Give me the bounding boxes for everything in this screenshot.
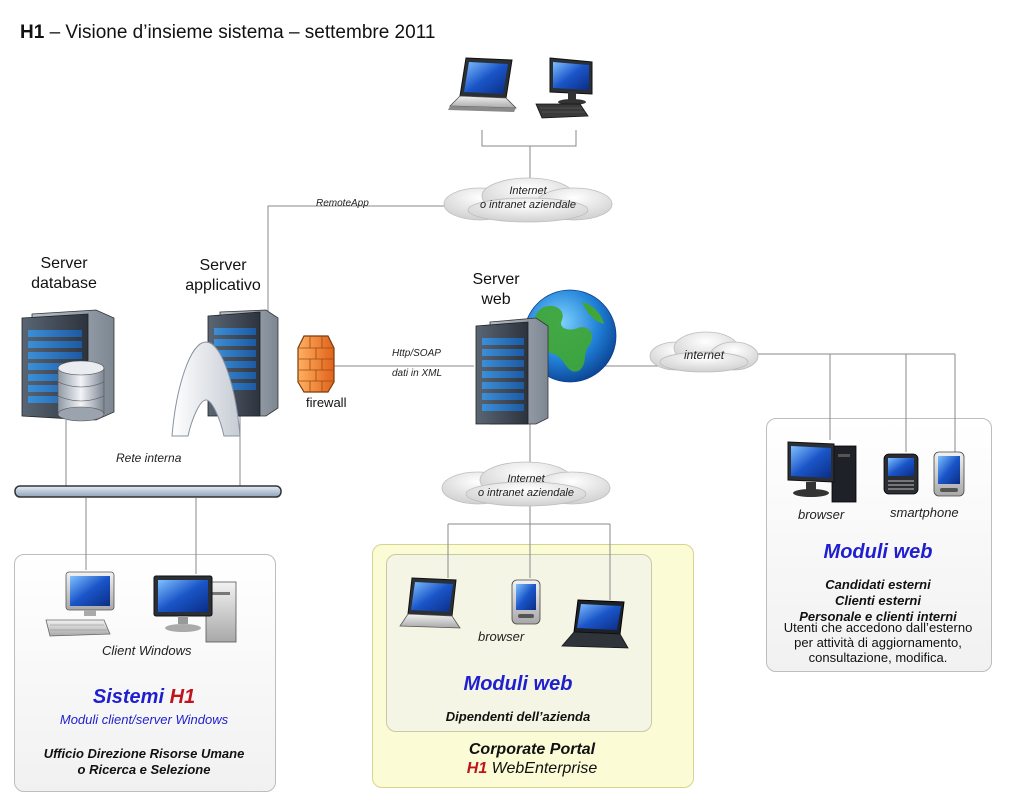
cloud-top-line2: o intranet aziendale (479, 199, 576, 211)
sistemi-audience: Ufficio Direzione Risorse Umane o Ricerc… (14, 746, 274, 778)
external-audience-bold: Candidati esterni Clienti esterni Person… (766, 577, 990, 625)
client-desktop-new-icon (153, 575, 237, 643)
corporate-moduli-heading: Moduli web (463, 673, 573, 695)
lan-bus (14, 485, 282, 498)
internet-label: internet (684, 348, 725, 362)
cloud-middle-line1: Internet (507, 473, 545, 485)
server-database-line1: Server (40, 255, 88, 272)
server-applicativo-icon (171, 309, 279, 437)
server-web-label: Server web (456, 270, 536, 310)
client-windows-label: Client Windows (102, 643, 192, 658)
corporate-portal-title: Corporate Portal (468, 741, 596, 758)
cloud-top-label: Internet o intranet aziendale (440, 184, 616, 212)
cloud-middle-icon (441, 461, 611, 507)
external-candidati: Candidati esterni (825, 577, 931, 592)
corporate-dipendenti: Dipendenti dell’azienda (445, 709, 591, 724)
rete-interna-label: Rete interna (116, 451, 182, 465)
external-moduli-heading: Moduli web (823, 541, 933, 563)
external-desc-line1: Utenti che accedono dall’esterno (783, 620, 973, 635)
dati-xml-label: dati in XML (392, 368, 443, 379)
portal-h1: H1 (466, 760, 488, 777)
server-database-line2: database (31, 275, 97, 292)
remoteapp-label: RemoteApp (316, 198, 369, 209)
sistemi-audience-line1: Ufficio Direzione Risorse Umane (43, 746, 245, 761)
client-desktop-old-icon (45, 571, 115, 637)
server-applicativo-label: Server applicativo (170, 256, 276, 296)
pda-corporate-icon (511, 579, 541, 625)
sistemi-subtitle: Moduli client/server Windows (59, 712, 229, 727)
external-desc-line2: per attività di aggiornamento, (794, 635, 962, 650)
sistemi-heading-h1: H1 (169, 686, 196, 708)
server-applicativo-line2: applicativo (185, 277, 261, 294)
smartphone-keyboard-icon (883, 453, 919, 495)
server-applicativo-line1: Server (199, 257, 247, 274)
cloud-top-icon (443, 177, 613, 223)
cloud-top-line1: Internet (509, 185, 547, 197)
laptop-dark-corporate-icon (561, 599, 629, 649)
desktop-top-icon (535, 57, 593, 119)
sistemi-audience-line2: o Ricerca e Selezione (77, 762, 211, 777)
title-rest: – Visione d’insieme sistema – settembre … (44, 22, 436, 43)
server-database-label: Server database (14, 254, 114, 294)
portal-webenterprise: WebEnterprise (487, 760, 598, 777)
http-soap-label: Http/SOAP (392, 348, 441, 359)
browser-left-label: browser (478, 629, 525, 644)
corporate-portal-product: H1 WebEnterprise (372, 760, 692, 778)
sistemi-h1-heading: Sistemi H1 (14, 686, 274, 709)
title-prefix: H1 (20, 22, 45, 43)
server-web-line1: Server (472, 271, 520, 288)
cloud-middle-label: Internet o intranet aziendale (438, 472, 614, 500)
desktop-browser-icon (787, 441, 857, 503)
sistemi-heading-part: Sistemi (92, 686, 170, 708)
smartphone-touch-icon (933, 451, 965, 497)
smartphone-label: smartphone (890, 505, 959, 520)
browser-right-label: browser (798, 507, 845, 522)
laptop-top-icon (448, 57, 517, 112)
external-description: Utenti che accedono dall’esterno per att… (766, 620, 990, 665)
firewall-label: firewall (306, 395, 347, 410)
server-web-icon (475, 289, 617, 425)
cloud-middle-line2: o intranet aziendale (477, 487, 574, 499)
firewall-icon (297, 335, 335, 393)
external-desc-line3: consultazione, modifica. (808, 650, 948, 665)
external-personale: Personale e clienti interni (799, 609, 957, 624)
laptop-corporate-icon (399, 577, 461, 629)
cloud-internet-icon (649, 331, 759, 373)
diagram-title: H1 – Visione d’insieme sistema – settemb… (20, 22, 435, 44)
external-clienti: Clienti esterni (835, 593, 921, 608)
server-web-line2: web (481, 291, 511, 308)
server-database-icon (21, 309, 115, 422)
